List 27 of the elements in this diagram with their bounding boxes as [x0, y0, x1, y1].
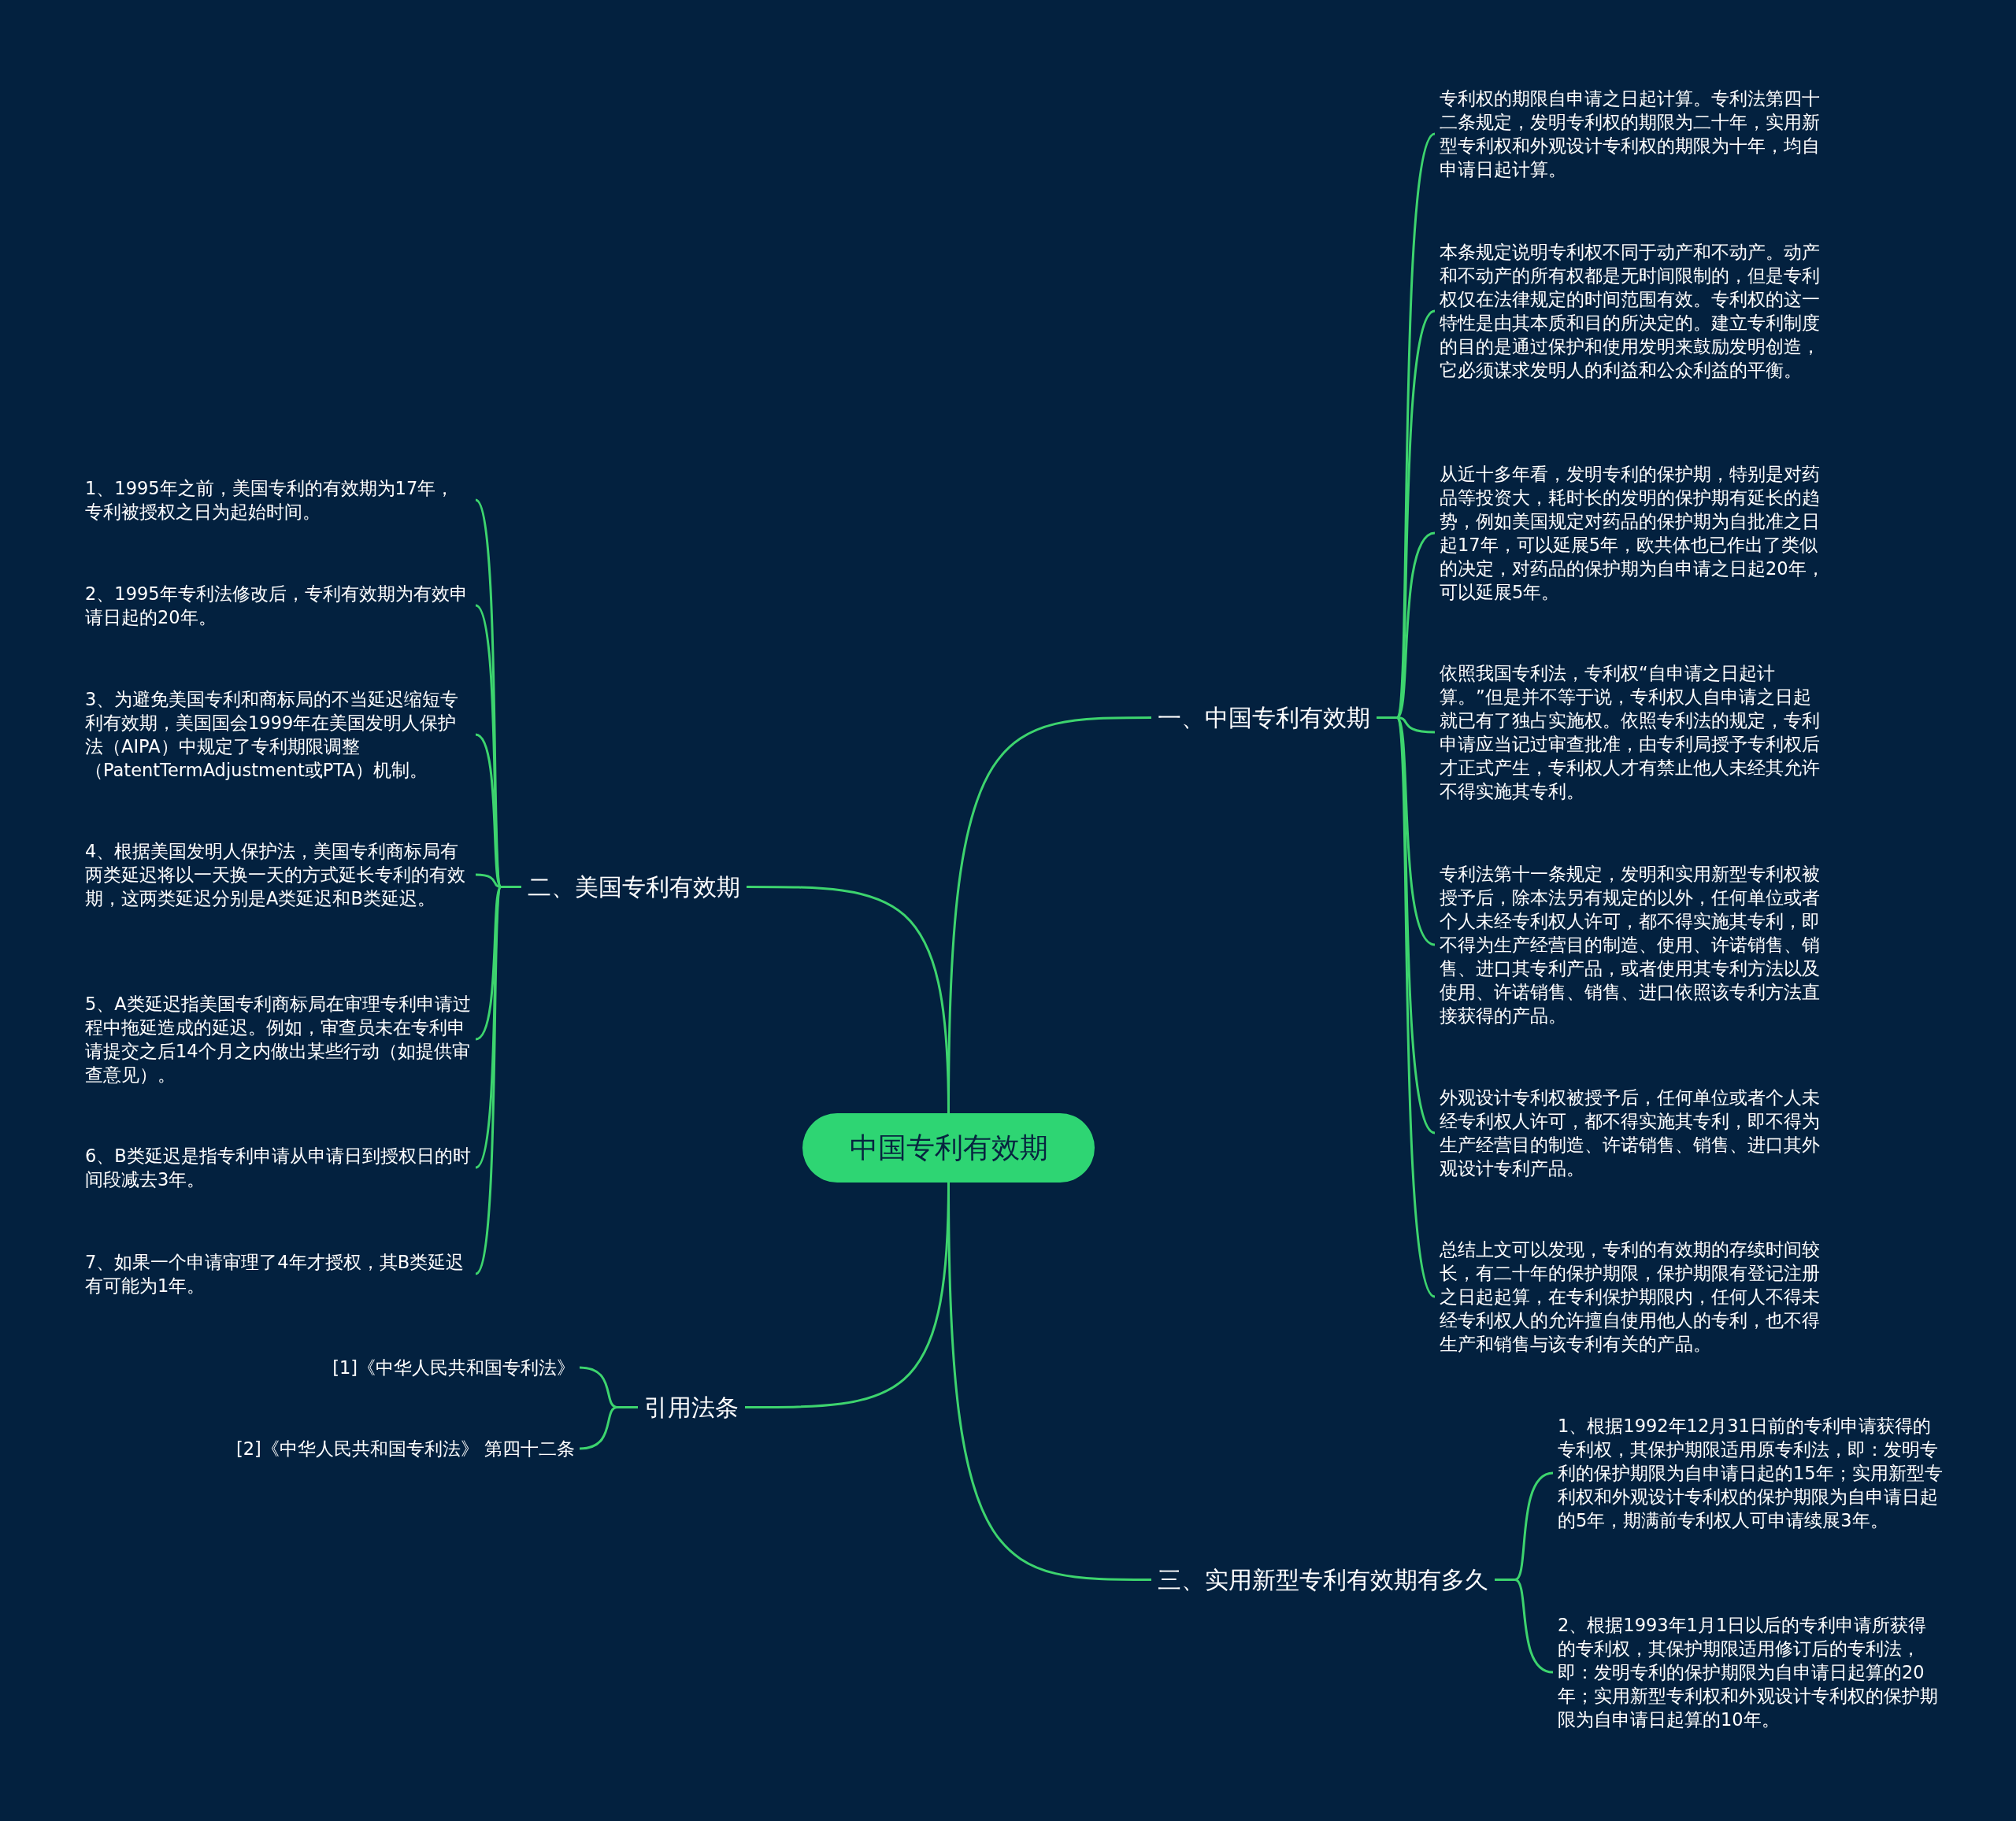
leaf-text: 4、根据美国发明人保护法，美国专利商标局有两类延迟将以一天换一天的方式延长专利的有效期，这两类延迟分别是A类延迟和B类延迟。: [85, 839, 471, 910]
leaf-text: 1、根据1992年12月31日前的专利申请获得的专利权，其保护期限适用原专利法，即：发明专利的保护期限为自申请日起的15年；实用新型专利权和外观设计专利权的保护期限为自申请日起的5年，期满前专利权人可申请续展3年。: [1558, 1414, 1944, 1532]
branch-topic: 一、中国专利有效期: [1158, 702, 1370, 733]
connector-line: [1377, 716, 1436, 1297]
leaf-text: 6、B类延迟是指专利申请从申请日到授权日的时间段减去3年。: [85, 1144, 471, 1191]
leaf-text: 5、A类延迟指美国专利商标局在审理专利申请过程中拖延造成的延迟。例如，审查员未在专利申请提交之后14个月之内做出某些行动（如提供审查意见）。: [85, 992, 471, 1086]
connector-line: [579, 1406, 638, 1450]
connector-line: [1495, 1579, 1554, 1674]
leaf-text: 从近十多年看，发明专利的保护期，特别是对药品等投资大，耗时长的发明的保护期有延长的趋势，例如美国规定对药品的保护期为自批准之日起17年，可以延展5年，欧共体也已作出了类似的决定，对药品的保护期为自申请之日起20年，可以延展5年。: [1440, 462, 1825, 604]
leaf-text: 总结上文可以发现，专利的有效期的存续时间较长，有二十年的保护期限，保护期限有登记注册之日起起算，在专利保护期限内，任何人不得未经专利权人的允许擅自使用他人的专利，也不得生产和销售与该专利有关的产品。: [1440, 1238, 1825, 1356]
branch-topic: 三、实用新型专利有效期有多久: [1158, 1564, 1488, 1595]
leaf-text: [2]《中华人民共和国专利法》 第四十二条: [158, 1437, 575, 1460]
leaf-text: 本条规定说明专利权不同于动产和不动产。动产和不动产的所有权都是无时间限制的，但是专利权仅在法律规定的时间范围有效。专利权的这一特性是由其本质和目的所决定的。建立专利制度的目的是通过保护和使用发明来鼓励发明创造，它必须谋求发明人的利益和公众利益的平衡。: [1440, 240, 1825, 382]
leaf-text: 依照我国专利法，专利权“自申请之日起计算。”但是并不等于说，专利权人自申请之日起就已有了独占实施权。依照专利法的规定，专利申请应当记过审查批准，由专利局授予专利权后才正式产生，专利权人才有禁止他人未经其允许不得实施其专利。: [1440, 661, 1825, 803]
leaf-text: 2、根据1993年1月1日以后的专利申请所获得的专利权，其保护期限适用修订后的专利法，即：发明专利的保护期限为自申请日起算的20年；实用新型专利权和外观设计专利权的保护期限为自申请日起算的10年。: [1558, 1613, 1944, 1731]
leaf-text: 3、为避免美国专利和商标局的不当延迟缩短专利有效期，美国国会1999年在美国发明人保护法（AIPA）中规定了专利期限调整（PatentTermAdjustment或PTA）机制。: [85, 687, 471, 782]
leaf-text: 外观设计专利权被授予后，任何单位或者个人未经专利权人许可，都不得实施其专利，即不得为生产经营目的制造、许诺销售、销售、进口其外观设计专利产品。: [1440, 1086, 1825, 1180]
leaf-text: 1、1995年之前，美国专利的有效期为17年，专利被授权之日为起始时间。: [85, 476, 471, 524]
leaf-text: [1]《中华人民共和国专利法》: [236, 1356, 575, 1379]
leaf-text: 专利权的期限自申请之日起计算。专利法第四十二条规定，发明专利权的期限为二十年，实用新型专利权和外观设计专利权的期限为十年，均自申请日起计算。: [1440, 87, 1825, 181]
connector-line: [474, 886, 521, 1275]
root-topic: 中国专利有效期: [802, 1113, 1095, 1183]
branch-topic: 二、美国专利有效期: [528, 872, 740, 902]
branch-topic: 引用法条: [644, 1392, 739, 1423]
leaf-text: 2、1995年专利法修改后，专利有效期为有效申请日起的20年。: [85, 582, 471, 629]
leaf-text: 7、如果一个申请审理了4年才授权，其B类延迟有可能为1年。: [85, 1250, 471, 1297]
leaf-text: 专利法第十一条规定，发明和实用新型专利权被授予后，除本法另有规定的以外，任何单位或者个人未经专利权人许可，都不得实施其专利，即不得为生产经营目的制造、使用、许诺销售、销售、进口其专利产品，或者使用其专利方法以及使用、许诺销售、销售、进口依照该专利方法直接获得的产品。: [1440, 862, 1825, 1027]
